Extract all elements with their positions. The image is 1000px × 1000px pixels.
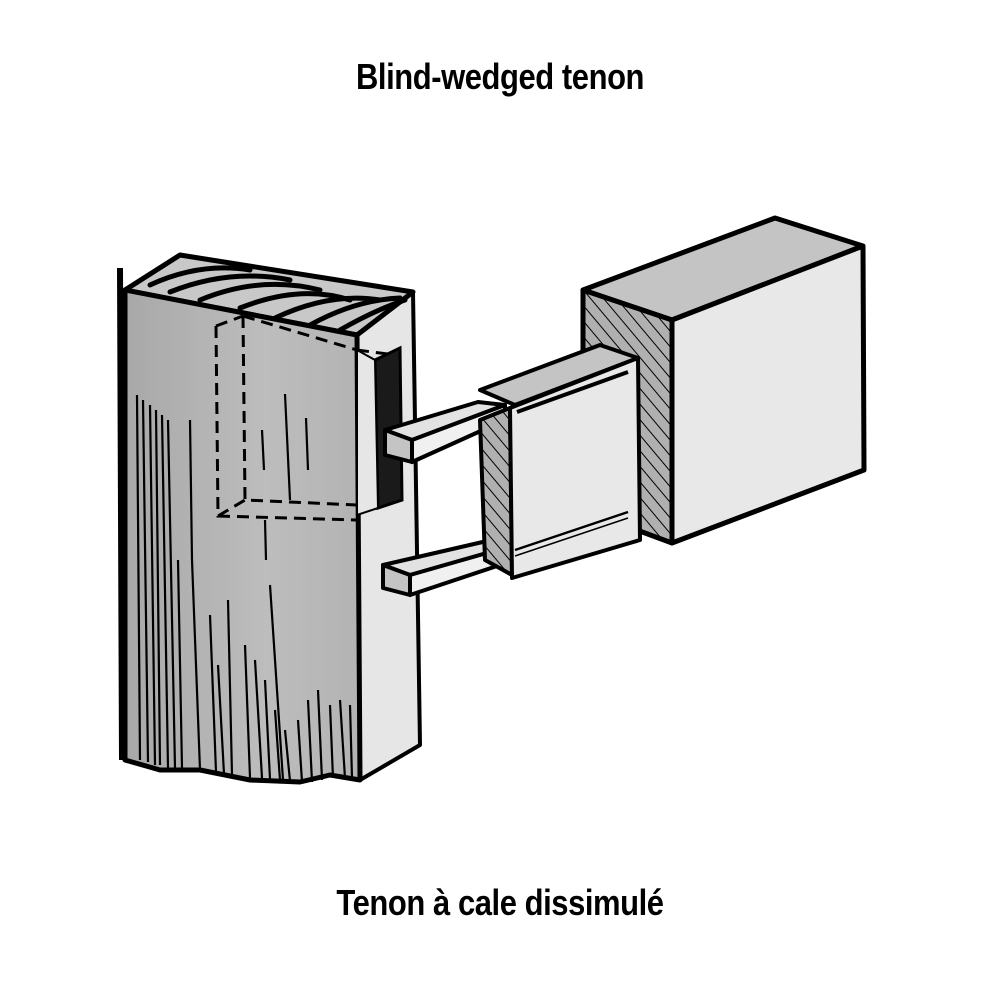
hidden-mortise-outline: [214, 314, 396, 522]
title-english: Blind-wedged tenon: [355, 56, 645, 97]
post-left-edge: [117, 267, 125, 761]
mortise-lip: [356, 348, 380, 517]
lower-kerf-edge: [514, 517, 629, 557]
tenon-end-endgrain: [478, 406, 514, 577]
tenoned-rail: [478, 215, 867, 580]
mortised-post: [117, 252, 422, 785]
lower-kerf: [514, 510, 629, 552]
rail-side-face: [669, 243, 867, 546]
post-front-face: [122, 287, 363, 785]
title-french: Tenon à cale dissimulé: [336, 882, 664, 923]
tenon-side-face: [508, 356, 642, 580]
post-top-grain-lines: [147, 265, 408, 333]
upper-kerf: [516, 370, 629, 414]
post-front-grain-lines: [135, 393, 354, 783]
